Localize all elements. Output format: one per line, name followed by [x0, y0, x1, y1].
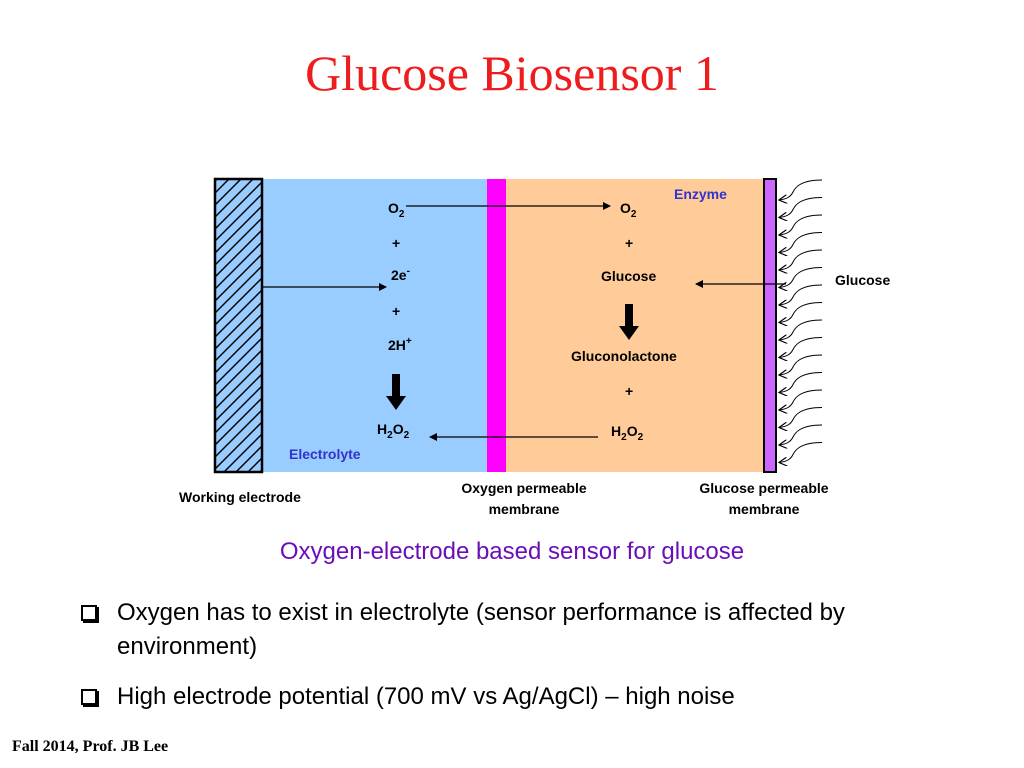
thick-arrow-left	[386, 374, 406, 410]
oxygen-membrane-label-1: Oxygen permeable	[461, 480, 586, 496]
right-plus-2: +	[625, 383, 633, 399]
glucose-wavy-arrow	[779, 267, 823, 288]
checkbox-bullet-icon	[81, 605, 97, 621]
oxygen-permeable-membrane	[487, 179, 506, 472]
glucose-wavy-arrow	[779, 197, 823, 218]
glucose-wavy-arrow	[779, 407, 823, 428]
glucose-wavy-arrow	[779, 442, 823, 463]
glucose-wavy-arrow	[779, 214, 823, 235]
bullet-text: High electrode potential (700 mV vs Ag/A…	[117, 683, 735, 710]
working-electrode-label: Working electrode	[179, 489, 301, 505]
bullet-item: Oxygen has to exist in electrolyte (sens…	[80, 596, 980, 664]
electrode-hatching	[216, 180, 261, 471]
glucose-outside-label: Glucose	[835, 272, 890, 288]
left-o2: O2	[388, 200, 405, 220]
glucose-wavy-arrow	[779, 249, 823, 270]
glucose-membrane-label-1: Glucose permeable	[699, 480, 828, 496]
glucose-membrane-label-2: membrane	[729, 501, 800, 517]
electrolyte-region	[262, 179, 487, 472]
glucose-wavy-arrow	[779, 302, 823, 323]
glucose-wavy-arrow	[779, 232, 823, 253]
footer-credit: Fall 2014, Prof. JB Lee	[12, 738, 169, 755]
checkbox-bullet-icon	[81, 689, 97, 705]
slide-title: Glucose Biosensor 1	[305, 45, 719, 101]
glucose-wavy-arrow	[779, 372, 823, 393]
thick-arrow-right	[619, 304, 639, 340]
enzyme-region	[506, 179, 764, 472]
right-o2: O2	[620, 200, 637, 220]
left-plus-1: +	[392, 235, 400, 251]
right-h2o2: H2O2	[611, 423, 644, 443]
glucose-influx-arrows	[779, 179, 823, 463]
right-gluconolactone: Gluconolactone	[571, 348, 677, 364]
enzyme-label: Enzyme	[674, 186, 727, 202]
glucose-wavy-arrow	[779, 424, 823, 445]
bullet-list: Oxygen has to exist in electrolyte (sens…	[80, 596, 980, 730]
left-h2o2: H2O2	[377, 421, 410, 441]
bullet-text: Oxygen has to exist in electrolyte (sens…	[117, 599, 845, 660]
glucose-wavy-arrow	[779, 179, 823, 200]
diagram-caption: Oxygen-electrode based sensor for glucos…	[279, 538, 745, 565]
bullet-item: High electrode potential (700 mV vs Ag/A…	[80, 680, 980, 714]
glucose-wavy-arrow	[779, 354, 823, 375]
glucose-wavy-arrow	[779, 284, 823, 305]
glucose-permeable-membrane	[763, 178, 777, 473]
sensor-diagram: Enzyme Electrolyte O2 + 2e- + 2H+ H2O2 O…	[179, 177, 890, 517]
oxygen-membrane-label-2: membrane	[489, 501, 560, 517]
electrolyte-label: Electrolyte	[289, 446, 361, 462]
glucose-wavy-arrow	[779, 337, 823, 358]
left-protons: 2H+	[388, 336, 412, 353]
left-plus-2: +	[392, 303, 400, 319]
glucose-wavy-arrow	[779, 389, 823, 410]
right-plus-1: +	[625, 235, 633, 251]
right-glucose: Glucose	[601, 268, 656, 284]
glucose-wavy-arrow	[779, 319, 823, 340]
left-electrons: 2e-	[391, 266, 410, 283]
